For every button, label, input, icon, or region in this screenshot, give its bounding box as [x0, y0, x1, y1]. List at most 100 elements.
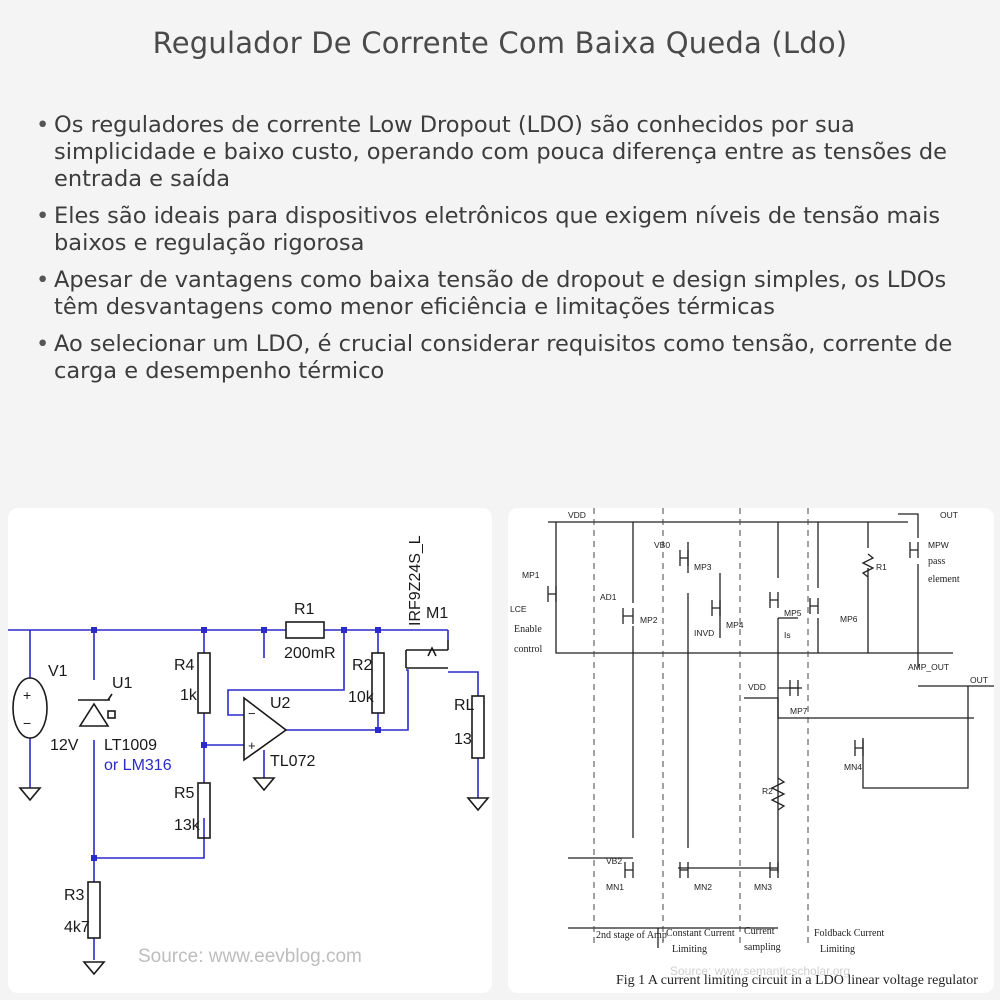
bullet-list: Os reguladores de corrente Low Dropout (… — [32, 112, 977, 395]
r2-label: R2 — [762, 786, 773, 796]
figure-caption: Fig 1 A current limiting circuit in a LD… — [616, 973, 978, 988]
section-dividers — [593, 508, 809, 948]
mn4-label: MN4 — [844, 762, 862, 772]
mn3-transistor-icon — [769, 862, 779, 878]
bullet-item: Ao selecionar um LDO, é crucial consider… — [32, 331, 977, 385]
mp2-transistor-icon — [622, 608, 634, 624]
section-sampling: sampling — [744, 942, 781, 953]
left-wires — [8, 629, 479, 960]
mp6-transistor-icon — [809, 598, 819, 614]
opamp-plus: + — [248, 738, 256, 753]
vdd-label: VDD — [568, 510, 586, 520]
left-schematic-svg: V1 12V U1 LT1009 or LM316 R4 1k R5 13k R… — [8, 535, 490, 976]
ldo-current-limit-schematic: VDD OUT VB0 MP3 MP1 AD1 MP2 INVD MP4 MP5… — [508, 508, 994, 993]
r3-label: R3 — [64, 887, 85, 904]
section-foldback-current: Foldback Current — [814, 928, 884, 939]
ad1-label: AD1 — [600, 592, 617, 602]
mp6-label: MP6 — [840, 614, 858, 624]
current-regulator-schematic: V1 12V U1 LT1009 or LM316 R4 1k R5 13k R… — [8, 508, 492, 993]
mp7-transistor-icon — [789, 680, 799, 696]
vb0-label: VB0 — [654, 540, 670, 550]
bullet-item: Eles são ideais para dispositivos eletrô… — [32, 203, 977, 257]
plus-sign: + — [23, 687, 31, 703]
right-source-credit: Source: www.semanticscholar.org — [670, 964, 851, 978]
zener-icon — [78, 693, 113, 727]
section-constant-current: Constant Current — [666, 928, 735, 939]
r3-resistor — [87, 881, 101, 939]
control-label: control — [514, 644, 543, 655]
mp1-label: MP1 — [522, 570, 540, 580]
mn1-transistor-icon — [624, 862, 634, 878]
out-label: OUT — [940, 510, 958, 520]
r1-resistor-icon — [861, 553, 875, 578]
junctions — [91, 627, 381, 861]
right-wires — [548, 513, 994, 948]
ground-icon — [18, 787, 42, 802]
transistors — [547, 542, 919, 878]
r4-resistor — [197, 652, 211, 714]
r4-value: 1k — [180, 687, 198, 704]
r2-value: 10k — [348, 689, 375, 706]
r5-label: R5 — [174, 785, 195, 802]
rl-label: RL — [454, 697, 475, 714]
mp7-label: MP7 — [790, 706, 808, 716]
right-schematic-svg: VDD OUT VB0 MP3 MP1 AD1 MP2 INVD MP4 MP5… — [510, 508, 994, 955]
rl-value: 13 — [454, 731, 472, 748]
m1-label: M1 — [426, 605, 448, 622]
r3-value: 4k7 — [64, 919, 90, 936]
mp4-label: MP4 — [726, 620, 744, 630]
rl-resistor — [471, 695, 485, 759]
r1-resistor — [285, 621, 325, 639]
r1-value: 200mR — [284, 645, 336, 662]
u2-label: U2 — [270, 695, 291, 712]
opamp-minus: − — [248, 706, 256, 721]
amp-out-label: AMP_OUT — [908, 662, 949, 672]
vdd-mid-label: VDD — [748, 682, 766, 692]
ground-icon — [466, 797, 490, 812]
mp2-label: MP2 — [640, 615, 658, 625]
r5-resistor — [197, 782, 211, 839]
mp3-label: MP3 — [694, 562, 712, 572]
section-foldback-limiting: Limiting — [820, 944, 855, 955]
r2-resistor-icon — [770, 777, 786, 811]
u2-part: TL072 — [270, 753, 315, 770]
mp1-transistor-icon — [547, 586, 557, 602]
v1-source — [12, 677, 48, 739]
u1-alt: or LM316 — [104, 757, 172, 774]
mosfet-icon — [405, 640, 449, 669]
mp5-transistor-icon — [769, 592, 779, 608]
bullet-item: Os reguladores de corrente Low Dropout (… — [32, 112, 977, 193]
mn3-label: MN3 — [754, 882, 772, 892]
r4-label: R4 — [174, 657, 195, 674]
left-components — [12, 621, 490, 976]
u1-label: U1 — [112, 675, 133, 692]
enable-label: Enable — [514, 624, 542, 635]
mn1-label: MN1 — [606, 882, 624, 892]
element-label: element — [928, 574, 960, 585]
mp3-transistor-icon — [679, 550, 689, 566]
r1-label: R1 — [876, 562, 887, 572]
m1-part: IRF9Z24S_L — [407, 535, 424, 626]
vb2-label: VB2 — [606, 856, 622, 866]
is-label: Is — [784, 630, 791, 640]
r5-value: 13k — [174, 817, 201, 834]
left-source-credit: Source: www.eevblog.com — [138, 946, 362, 967]
v1-label: V1 — [48, 663, 68, 680]
bullet-item: Apesar de vantagens como baixa tensão de… — [32, 267, 977, 321]
section-2nd-stage: 2nd stage of Amp — [596, 930, 667, 941]
mpw-label: MPW — [928, 540, 949, 550]
minus-sign: − — [23, 715, 31, 731]
ground-icon — [82, 961, 106, 976]
mpw-transistor-icon — [909, 542, 919, 558]
lce-label: LCE — [510, 604, 527, 614]
v1-value: 12V — [50, 737, 79, 754]
ground-icon — [252, 777, 276, 792]
opamp-icon — [243, 696, 288, 762]
section-current: Current — [744, 926, 775, 937]
r2-label: R2 — [352, 657, 373, 674]
mn2-transistor-icon — [679, 862, 689, 878]
r2-resistor — [371, 652, 385, 714]
out-right-label: OUT — [970, 675, 988, 685]
r1-label: R1 — [294, 601, 315, 618]
pass-label: pass — [928, 556, 945, 567]
